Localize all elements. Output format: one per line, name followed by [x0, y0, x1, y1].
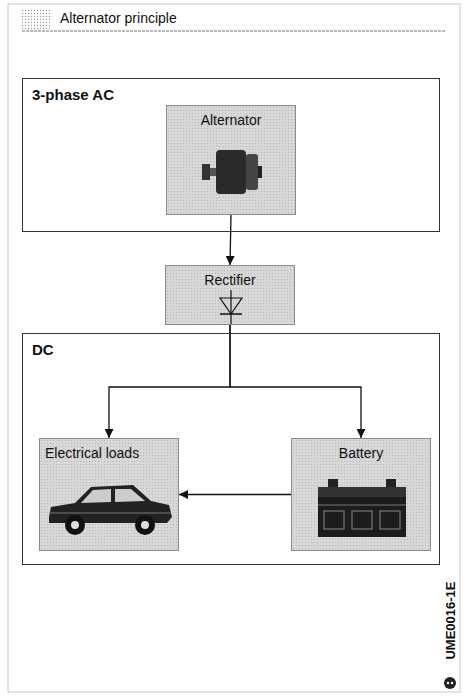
code-mark-dot	[447, 682, 449, 684]
alternator-box: Alternator	[166, 105, 296, 215]
rectifier-box: Rectifier	[165, 265, 295, 325]
arrow-connector	[109, 325, 230, 438]
figure-code: UME0016-1E	[443, 581, 458, 659]
title-tile	[22, 8, 52, 30]
battery-box: Battery	[291, 438, 431, 551]
box-label: Electrical loads	[40, 439, 178, 461]
box-label: Rectifier	[166, 266, 294, 288]
arrow-connector	[230, 215, 231, 265]
code-mark-dot	[451, 682, 453, 684]
band-heading: DC	[23, 334, 439, 365]
diode-symbol	[216, 290, 246, 324]
loads-box: Electrical loads	[39, 438, 179, 551]
arrow-connector	[179, 494, 291, 495]
arrow-connector	[230, 325, 361, 438]
diagram-title: Alternator principle	[60, 10, 177, 26]
phase-band: 3-phase ACAlternator	[22, 78, 440, 232]
code-mark	[444, 677, 456, 689]
box-label: Alternator	[167, 106, 295, 128]
title-rule	[22, 30, 446, 31]
car-icon	[45, 475, 175, 545]
dc-band: DC Electrical loads Battery	[22, 333, 440, 565]
outer-frame	[8, 4, 460, 692]
box-label: Battery	[292, 439, 430, 461]
battery-icon	[314, 475, 410, 541]
alternator-icon	[200, 144, 264, 200]
